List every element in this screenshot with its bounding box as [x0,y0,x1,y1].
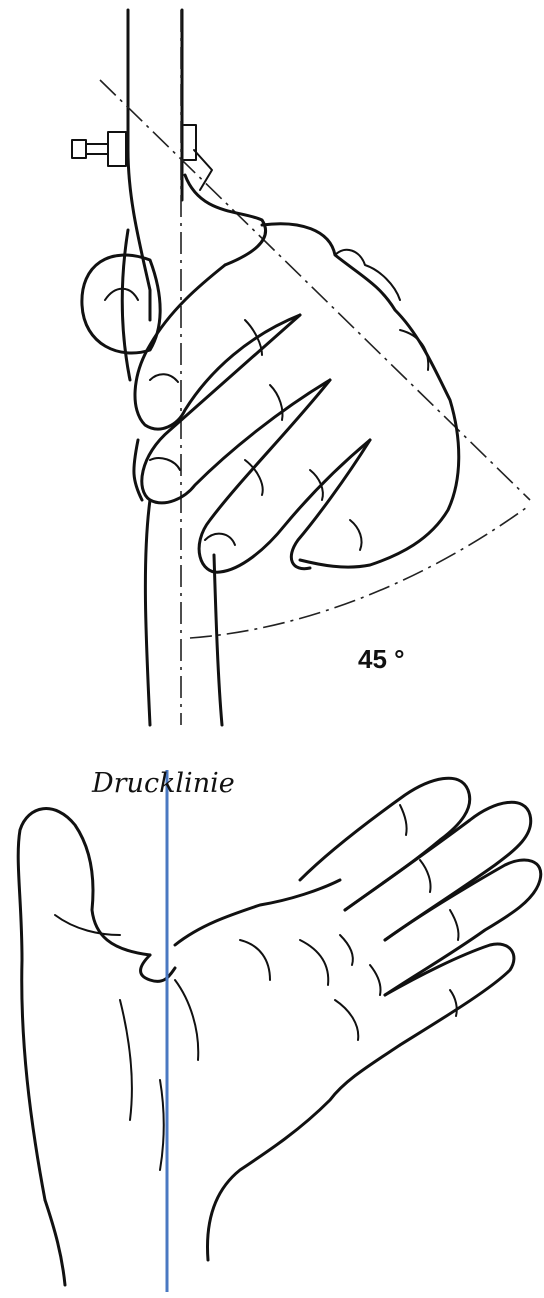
angle-label: 45 ° [358,644,405,674]
bow-grip-figure: 45 ° [72,10,530,725]
arrow-rest-bolt [72,125,212,190]
angle-arc [190,505,530,638]
open-hand-figure: Drucklinie [18,768,541,1292]
pressure-line-label: Drucklinie [91,768,235,799]
open-hand [18,778,541,1285]
